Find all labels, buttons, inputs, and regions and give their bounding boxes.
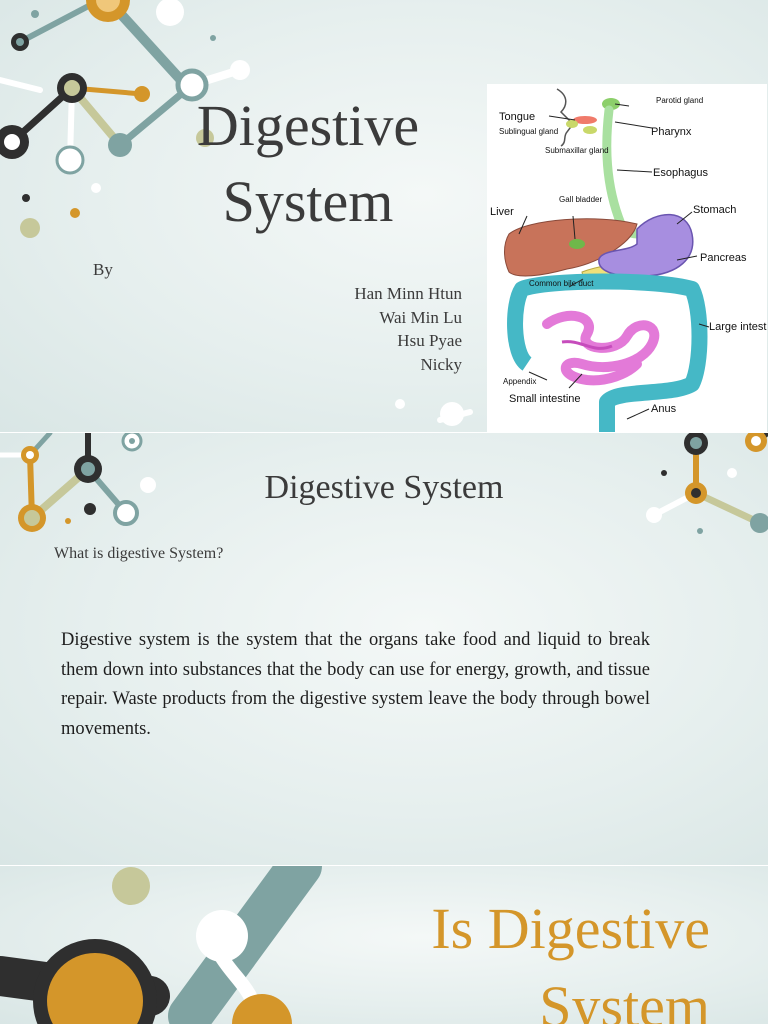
diagram-label: Anus: [651, 403, 677, 415]
diagram-label: Pancreas: [700, 252, 747, 264]
diagram-label: Large intestine: [709, 321, 767, 333]
diagram-label: Stomach: [693, 204, 736, 216]
diagram-label: Gall bladder: [559, 195, 602, 204]
diagram-label: Parotid gland: [656, 96, 703, 105]
title: Digestive System: [196, 93, 420, 234]
author-name: Hsu Pyae: [397, 331, 462, 350]
tongue-shape: [573, 116, 597, 124]
diagram-label: Sublingual gland: [499, 127, 558, 136]
authors-list: Han Minn Htun Wai Min Lu Hsu Pyae Nicky: [300, 282, 462, 376]
author-name: Nicky: [420, 354, 462, 374]
author-name: Han Minn Htun: [354, 284, 462, 303]
diagram-label: Pharynx: [651, 126, 692, 138]
slide-title: Digestive System: [264, 469, 504, 506]
diagram-label: Tongue: [499, 111, 535, 123]
diagram-label: Small intestine: [509, 393, 581, 405]
diagram-label: Common bile duct: [529, 279, 594, 288]
diagram-label: Esophagus: [653, 167, 709, 179]
slide-title: Digestive System By Han Minn Htun Wai Mi…: [0, 0, 768, 432]
small-intestine-shape: [542, 310, 660, 386]
diagram-label: Submaxillar gland: [545, 146, 609, 155]
slide-question: Is Digestive System: [0, 866, 768, 1024]
slide-title: Is Digestive System: [431, 896, 710, 1024]
digestive-diagram: Parotid gland Tongue Pharynx Sublingual …: [487, 84, 767, 432]
definition-paragraph: Digestive system is the system that the …: [61, 630, 650, 739]
large-intestine-shape: [507, 273, 708, 432]
question-text: What is digestive System?: [54, 545, 224, 562]
author-name: Wai Min Lu: [379, 307, 462, 327]
esophagus-shape: [602, 105, 646, 239]
diagram-label: Appendix: [503, 377, 536, 386]
slide-definition: Digestive System What is digestive Syste…: [0, 433, 768, 865]
by-label: By: [93, 260, 113, 279]
diagram-label: Liver: [490, 206, 514, 218]
